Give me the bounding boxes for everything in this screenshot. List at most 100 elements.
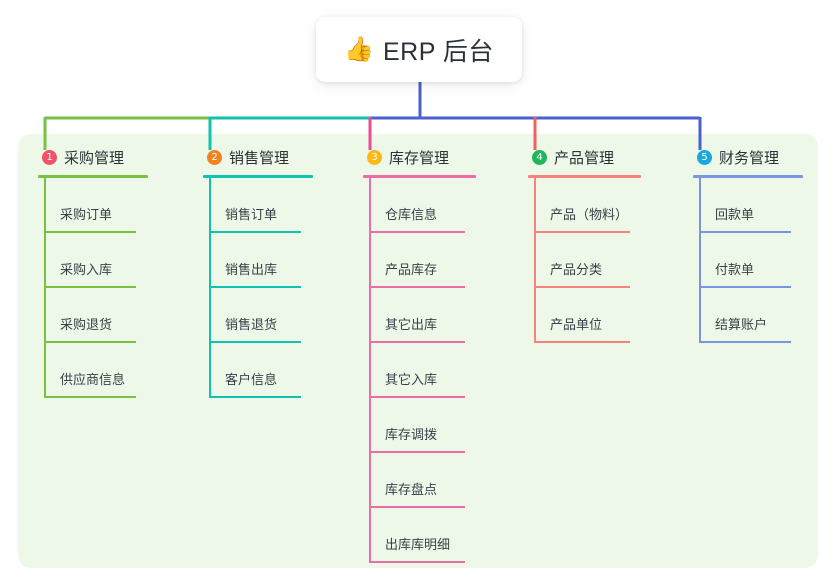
list-item-label: 产品（物料） (550, 207, 629, 222)
number-badge-icon: 2 (207, 149, 222, 165)
list-item-label: 产品库存 (385, 262, 438, 277)
column-title: 销售管理 (229, 149, 290, 167)
column-采购管理: 1 采购管理采购订单采购入库采购退货供应商信息 (38, 146, 148, 398)
column-header-rule (203, 175, 313, 178)
list-item-rule (369, 561, 465, 563)
list-item-label: 销售订单 (225, 207, 278, 222)
list-item-label: 其它入库 (385, 372, 438, 387)
list-item[interactable]: 其它入库 (363, 343, 476, 398)
list-item-label: 产品分类 (550, 262, 603, 277)
list-item-label: 库存调拨 (385, 427, 438, 442)
column-spine (209, 178, 211, 398)
list-item[interactable]: 供应商信息 (38, 343, 148, 398)
list-item-label: 付款单 (715, 262, 755, 277)
list-item-rule (369, 396, 465, 398)
list-item[interactable]: 库存盘点 (363, 453, 476, 508)
list-item-rule (699, 286, 791, 288)
column-财务管理: 5 财务管理回款单付款单结算账户 (693, 146, 803, 343)
list-item-rule (534, 286, 630, 288)
list-item[interactable]: 采购退货 (38, 288, 148, 343)
column-header-产品管理[interactable]: 4 产品管理 (528, 146, 641, 168)
list-item-rule (209, 231, 301, 233)
list-item-rule (44, 231, 136, 233)
list-item-rule (209, 341, 301, 343)
list-item[interactable]: 客户信息 (203, 343, 313, 398)
list-item-rule (534, 341, 630, 343)
column-title: 产品管理 (554, 149, 615, 167)
list-item-rule (534, 231, 630, 233)
list-item-label: 采购订单 (60, 207, 113, 222)
column-spine (699, 178, 701, 343)
column-spine (369, 178, 371, 563)
list-item-label: 回款单 (715, 207, 755, 222)
list-item[interactable]: 销售订单 (203, 178, 313, 233)
number-badge-icon: 4 (532, 149, 547, 165)
list-item-rule (44, 341, 136, 343)
list-item[interactable]: 采购入库 (38, 233, 148, 288)
number-badge-icon: 3 (367, 149, 382, 165)
diagram-panel (18, 134, 818, 568)
root-node-content: 👍 ERP 后台 (344, 32, 494, 68)
list-item[interactable]: 回款单 (693, 178, 803, 233)
list-item[interactable]: 采购订单 (38, 178, 148, 233)
list-item[interactable]: 产品分类 (528, 233, 641, 288)
list-item[interactable]: 产品单位 (528, 288, 641, 343)
list-item-label: 出库库明细 (385, 537, 451, 552)
column-title: 采购管理 (64, 149, 125, 167)
column-items: 回款单付款单结算账户 (693, 178, 803, 343)
list-item[interactable]: 产品（物料） (528, 178, 641, 233)
column-header-库存管理[interactable]: 3 库存管理 (363, 146, 476, 168)
list-item[interactable]: 其它出库 (363, 288, 476, 343)
list-item-label: 其它出库 (385, 317, 438, 332)
list-item-label: 结算账户 (715, 317, 768, 332)
list-item-label: 采购入库 (60, 262, 113, 277)
column-header-rule (528, 175, 641, 178)
list-item-label: 销售退货 (225, 317, 278, 332)
number-badge-icon: 5 (697, 149, 712, 165)
list-item-rule (369, 286, 465, 288)
list-item[interactable]: 销售出库 (203, 233, 313, 288)
list-item[interactable]: 结算账户 (693, 288, 803, 343)
list-item[interactable]: 产品库存 (363, 233, 476, 288)
column-title: 库存管理 (389, 149, 450, 167)
list-item-rule (369, 231, 465, 233)
list-item-rule (209, 396, 301, 398)
column-spine (534, 178, 536, 343)
list-item-rule (44, 286, 136, 288)
list-item-label: 供应商信息 (60, 372, 126, 387)
list-item-label: 销售出库 (225, 262, 278, 277)
list-item-label: 客户信息 (225, 372, 278, 387)
list-item[interactable]: 付款单 (693, 233, 803, 288)
number-badge-icon: 1 (42, 149, 57, 165)
column-items: 采购订单采购入库采购退货供应商信息 (38, 178, 148, 398)
column-items: 仓库信息产品库存其它出库其它入库库存调拨库存盘点出库库明细 (363, 178, 476, 563)
column-销售管理: 2 销售管理销售订单销售出库销售退货客户信息 (203, 146, 313, 398)
column-header-采购管理[interactable]: 1 采购管理 (38, 146, 148, 168)
list-item-label: 产品单位 (550, 317, 603, 332)
root-node-erp-backend[interactable]: 👍 ERP 后台 (316, 17, 522, 82)
column-header-财务管理[interactable]: 5 财务管理 (693, 146, 803, 168)
thumbs-up-icon: 👍 (344, 35, 374, 63)
column-库存管理: 3 库存管理仓库信息产品库存其它出库其它入库库存调拨库存盘点出库库明细 (363, 146, 476, 563)
list-item[interactable]: 销售退货 (203, 288, 313, 343)
list-item-rule (209, 286, 301, 288)
list-item-rule (369, 451, 465, 453)
list-item-rule (369, 341, 465, 343)
list-item-label: 仓库信息 (385, 207, 438, 222)
column-header-销售管理[interactable]: 2 销售管理 (203, 146, 313, 168)
list-item-rule (699, 231, 791, 233)
column-header-rule (693, 175, 803, 178)
column-items: 销售订单销售出库销售退货客户信息 (203, 178, 313, 398)
list-item[interactable]: 仓库信息 (363, 178, 476, 233)
list-item-label: 库存盘点 (385, 482, 438, 497)
list-item[interactable]: 出库库明细 (363, 508, 476, 563)
list-item-label: 采购退货 (60, 317, 113, 332)
column-title: 财务管理 (719, 149, 780, 167)
column-header-rule (38, 175, 148, 178)
list-item[interactable]: 库存调拨 (363, 398, 476, 453)
column-spine (44, 178, 46, 398)
list-item-rule (369, 506, 465, 508)
root-node-label: ERP 后台 (382, 37, 494, 66)
column-header-rule (363, 175, 476, 178)
